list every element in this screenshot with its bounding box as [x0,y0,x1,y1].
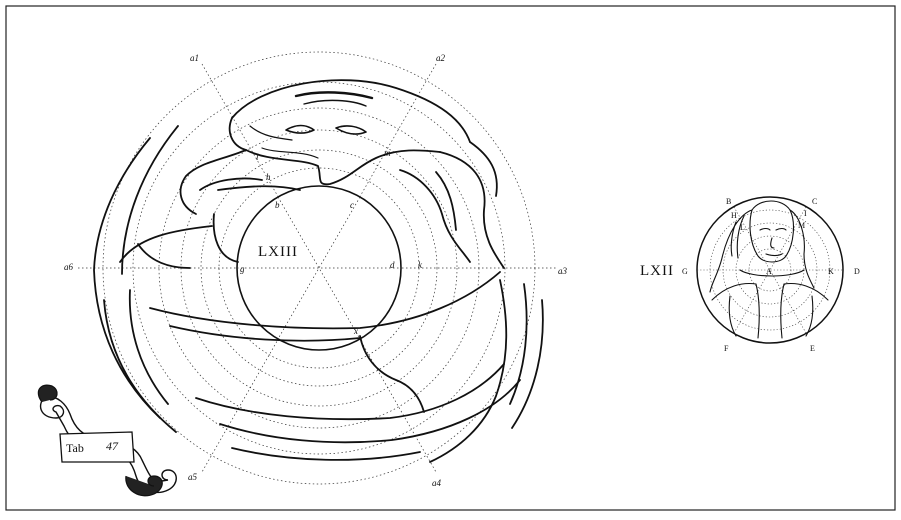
center-spokes [237,196,401,340]
tab-banner: Tab 47 [37,384,177,497]
drapery-strokes [93,79,544,463]
figure-title-lxii: LXII [640,263,674,279]
banner-text: Tab [66,441,84,455]
axis-label-a4: a4 [432,478,442,488]
point-label-L: L [740,223,745,232]
point-label-C: C [812,197,817,206]
axis-label-a3: a3 [558,266,568,276]
point-label-A: A [766,267,772,276]
point-label-c: c [350,200,354,210]
axis-label-a6: a6 [64,262,74,272]
point-label-g: g [240,264,245,274]
point-label-I: I [804,209,807,218]
point-label-G: G [682,267,688,276]
point-label-B: B [726,197,731,206]
axis-label-a2: a2 [436,53,446,63]
point-label-F: F [724,344,729,353]
axis-label-a5: a5 [188,472,198,482]
point-label-E: E [810,344,815,353]
point-label-M: M [798,221,805,230]
figure-lxiii: a1 a2 a3 a4 a5 a6 b c d g h k l m x LXII… [64,51,568,488]
point-label-D: D [854,267,860,276]
point-label-b: b [275,200,280,210]
banner-number: 47 [106,439,119,453]
point-label-x: x [353,326,358,336]
point-label-K: K [828,267,834,276]
point-label-H: H [731,211,737,220]
point-label-d: d [390,260,395,270]
point-label-h: h [266,172,271,182]
banner-curl-left [37,384,58,403]
figure-title-lxiii: LXIII [258,244,298,260]
banner-band [59,431,135,463]
point-label-k: k [418,260,423,270]
figure-lxii: B C D E F G H I K L M A LXII [640,196,860,353]
point-label-l: l [256,152,259,162]
portrait-strokes [709,200,829,339]
axis-label-a1: a1 [190,53,199,63]
banner-curl-right [125,475,163,497]
point-label-m: m [384,148,391,158]
plate-border [5,5,896,511]
